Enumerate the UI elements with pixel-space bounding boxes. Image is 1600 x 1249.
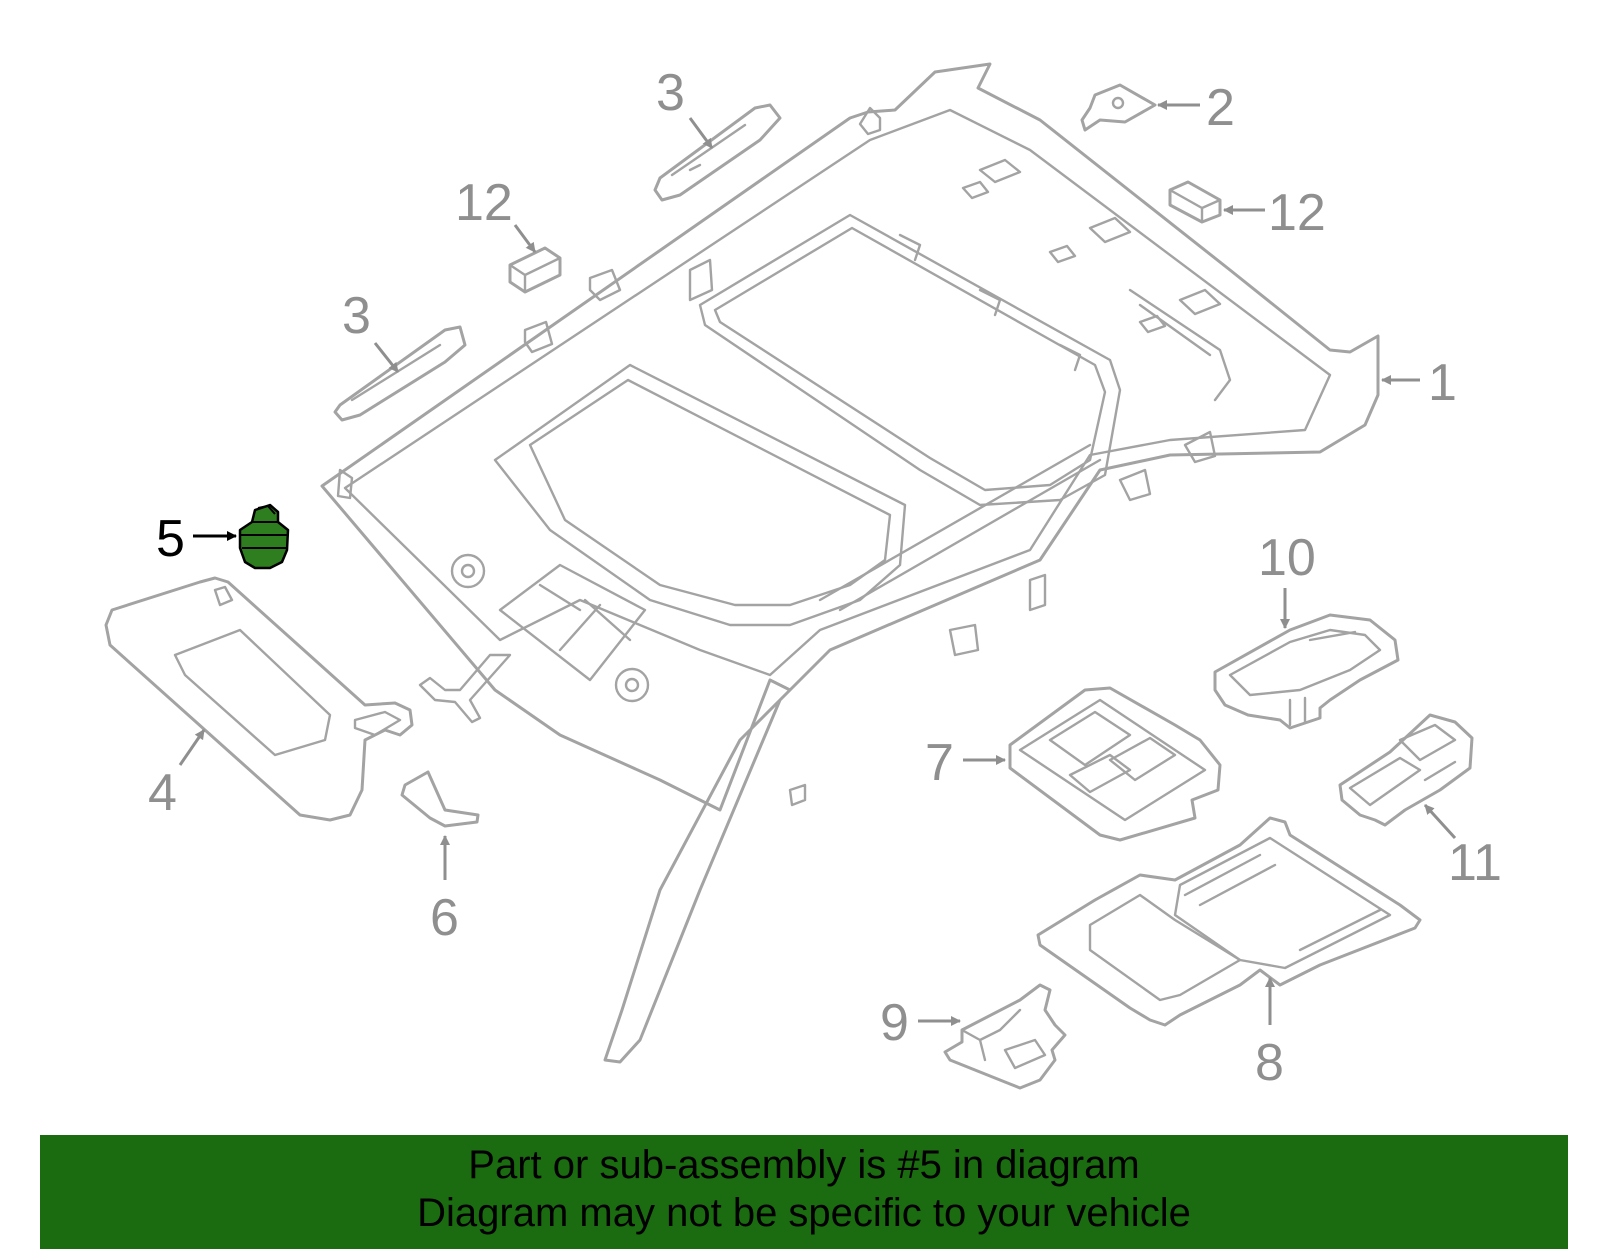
callout-label-3a: 3 xyxy=(656,64,685,122)
callout-label-12b: 12 xyxy=(1268,184,1326,242)
callout-line-4 xyxy=(178,729,206,766)
part-8-frame xyxy=(1036,816,1422,1027)
info-banner: Part or sub-assembly is #5 in diagram Di… xyxy=(40,1135,1568,1249)
callout-label-10: 10 xyxy=(1258,529,1316,587)
part-12-clip-right xyxy=(1168,180,1222,224)
callout-label-1: 1 xyxy=(1428,354,1457,412)
callout-line-3a xyxy=(688,117,714,149)
part-4-sun-visor xyxy=(104,576,414,822)
banner-line-part: Part or sub-assembly is #5 in diagram xyxy=(468,1143,1140,1187)
callout-line-12a xyxy=(513,224,537,253)
callout-label-5: 5 xyxy=(156,510,185,568)
callout-labels: 1 2 3 3 4 5 6 7 8 9 10 11 12 12 xyxy=(148,64,1502,1092)
callout-label-4: 4 xyxy=(148,764,177,822)
part-6-bracket xyxy=(400,770,480,828)
callout-label-9: 9 xyxy=(880,994,909,1052)
callout-label-6: 6 xyxy=(430,889,459,947)
headliner-harness xyxy=(418,653,512,724)
callout-label-7: 7 xyxy=(925,734,954,792)
part-5-highlighted xyxy=(238,503,290,570)
part-11-switch xyxy=(1338,713,1474,827)
callout-label-2: 2 xyxy=(1206,79,1235,137)
callout-label-12a: 12 xyxy=(455,174,513,232)
part-12-clip-left xyxy=(508,246,562,294)
callout-label-3b: 3 xyxy=(342,287,371,345)
callout-lines xyxy=(178,100,1457,1026)
part-10-lamp-cover xyxy=(1213,613,1400,730)
callout-label-11: 11 xyxy=(1448,834,1502,892)
callout-label-8: 8 xyxy=(1255,1034,1284,1092)
callout-line-11 xyxy=(1423,803,1457,840)
part-2-bracket xyxy=(1080,83,1157,132)
part-3-assist-grip-upper xyxy=(653,103,782,202)
part-9-lamp xyxy=(943,983,1067,1090)
part-7-overhead-console xyxy=(1008,686,1222,842)
banner-line-disclaimer: Diagram may not be specific to your vehi… xyxy=(417,1191,1191,1235)
callout-line-3b xyxy=(373,342,400,373)
part-1-headliner xyxy=(320,62,1380,1064)
